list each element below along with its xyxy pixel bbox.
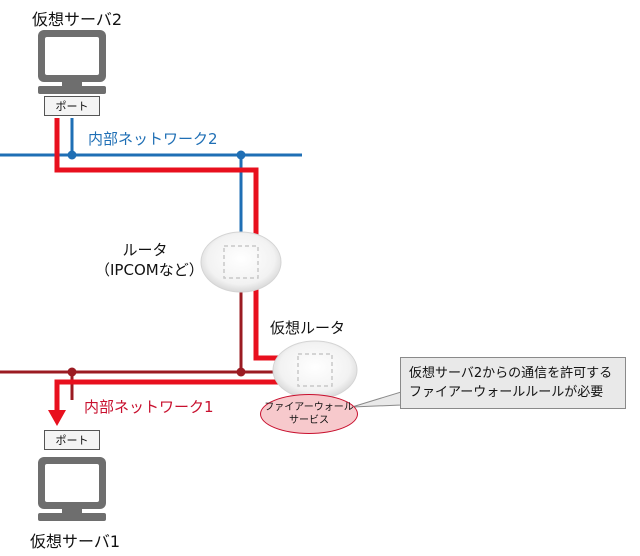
- router-label: ルータ （IPCOMなど）: [95, 240, 204, 280]
- firewall-rule-callout: 仮想サーバ2からの通信を許可する ファイアーウォールルールが必要: [400, 357, 626, 409]
- network2-label: 内部ネットワーク2: [88, 130, 218, 148]
- virtual-router-icon: [272, 340, 358, 400]
- firewall-service-badge: ファイアーウォール サービス: [260, 394, 358, 434]
- network1-router-node: [236, 367, 246, 377]
- server2-title: 仮想サーバ2: [32, 10, 123, 29]
- network2-router-node: [236, 150, 246, 160]
- server2-port: ポート: [44, 96, 100, 116]
- network1-label: 内部ネットワーク1: [84, 398, 214, 416]
- callout-line2: ファイアーウォールルールが必要: [409, 385, 604, 400]
- router-icon: [200, 231, 282, 293]
- monitor-icon: [38, 457, 106, 521]
- callout-line1: 仮想サーバ2からの通信を許可する: [409, 366, 613, 381]
- firewall-line2: サービス: [289, 415, 329, 426]
- traffic-path-return: [54, 379, 286, 412]
- server1-title: 仮想サーバ1: [30, 532, 121, 551]
- router-label-line1: ルータ: [122, 241, 168, 259]
- server1-port: ポート: [44, 430, 100, 450]
- network2-node: [67, 150, 77, 160]
- virtual-router-label: 仮想ルータ: [270, 319, 346, 337]
- callout-pointer: [351, 391, 402, 408]
- traffic-path: [54, 118, 286, 361]
- firewall-line1: ファイアーウォール: [264, 402, 354, 413]
- router-label-line2: （IPCOMなど）: [95, 261, 204, 279]
- monitor-icon: [38, 30, 106, 94]
- arrow-down-icon: [48, 410, 66, 426]
- network1-node: [67, 367, 77, 377]
